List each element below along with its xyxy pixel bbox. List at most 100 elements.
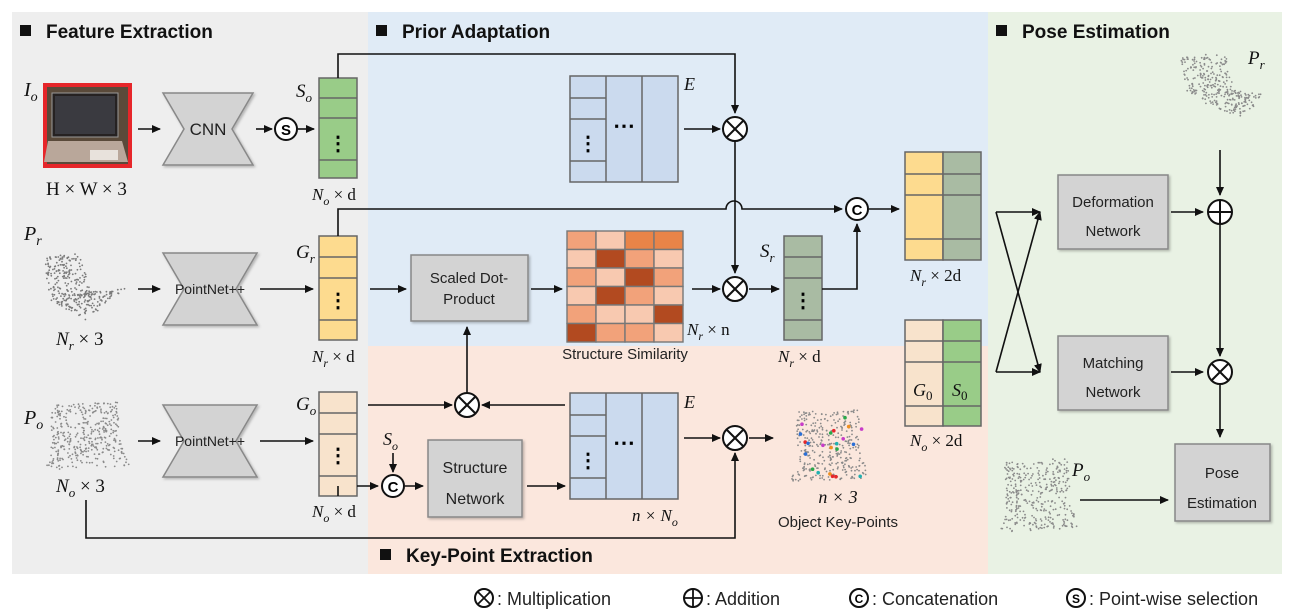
point-cloud-dot xyxy=(102,451,104,454)
point-cloud-dot xyxy=(56,415,59,418)
point-cloud-dot xyxy=(65,308,68,310)
point-cloud-dot xyxy=(84,421,86,424)
point-cloud-dot xyxy=(97,437,99,439)
point-cloud-dot xyxy=(1188,84,1191,87)
point-cloud-dot xyxy=(1233,90,1236,93)
point-cloud-dot xyxy=(1192,63,1194,66)
concat-prior-dims: Nr × 2d xyxy=(909,266,962,289)
point-cloud-dot xyxy=(62,432,65,434)
point-cloud-dot xyxy=(105,447,108,450)
point-cloud-dot xyxy=(75,309,78,312)
point-cloud-dot xyxy=(1066,479,1069,482)
point-cloud-dot xyxy=(84,447,87,450)
Sr-feature-column xyxy=(783,235,823,341)
So-label: So xyxy=(296,81,313,105)
point-cloud-dot xyxy=(55,450,58,453)
point-cloud-dot xyxy=(64,271,66,274)
point-cloud-dot xyxy=(791,478,793,480)
point-cloud-dot xyxy=(1225,60,1228,63)
point-cloud-dot xyxy=(69,306,71,309)
point-cloud-dot xyxy=(74,309,76,312)
point-cloud-dot xyxy=(1016,472,1019,475)
structure-similarity-matrix xyxy=(566,230,684,343)
point-cloud-dot xyxy=(123,464,126,467)
point-cloud-dot xyxy=(94,437,97,440)
point-cloud-dot xyxy=(93,453,96,455)
keypoint-dot xyxy=(832,428,836,433)
deformation-network-block xyxy=(1057,174,1169,250)
point-cloud-dot xyxy=(93,304,95,307)
point-cloud-dot xyxy=(63,435,66,438)
point-cloud-dot xyxy=(1067,477,1070,480)
point-cloud-dot xyxy=(1003,522,1005,525)
section-title-feature: Feature Extraction xyxy=(46,22,213,43)
point-cloud-dot xyxy=(89,426,92,429)
point-cloud-dot xyxy=(857,438,860,441)
point-cloud-dot xyxy=(1045,483,1048,486)
E-bottom-hdots: ⋯ xyxy=(613,430,635,455)
pointnet-prior-label: PointNet++ xyxy=(175,281,245,297)
point-cloud-dot xyxy=(1032,523,1034,526)
point-cloud-dot xyxy=(72,465,74,468)
point-cloud-dot xyxy=(89,295,92,298)
point-cloud-dot xyxy=(1238,95,1240,97)
point-cloud-dot xyxy=(104,429,107,432)
point-cloud-dot xyxy=(1243,101,1246,103)
point-cloud-dot xyxy=(842,410,845,413)
point-cloud-dot xyxy=(68,410,70,412)
point-cloud-dot xyxy=(108,435,111,437)
point-cloud-dot xyxy=(1212,83,1214,86)
point-cloud-dot xyxy=(59,414,61,417)
point-cloud-dot xyxy=(830,424,833,427)
point-cloud-dot xyxy=(1011,469,1014,472)
point-cloud-dot xyxy=(1236,92,1239,94)
structure-network-block xyxy=(427,439,523,518)
point-cloud-dot xyxy=(65,267,68,270)
point-cloud-dot xyxy=(1058,513,1061,516)
point-cloud-dot xyxy=(1070,510,1072,512)
point-cloud-dot xyxy=(113,407,116,409)
point-cloud-dot xyxy=(1183,58,1186,61)
point-cloud-dot xyxy=(76,454,79,457)
point-cloud-dot xyxy=(1190,66,1192,68)
point-cloud-dot xyxy=(109,453,112,456)
point-cloud-dot xyxy=(820,418,822,421)
point-cloud-dot xyxy=(1024,513,1026,516)
point-cloud-dot xyxy=(57,404,60,407)
point-cloud-dot xyxy=(1007,466,1010,469)
point-cloud-dot xyxy=(1224,105,1227,108)
point-cloud-dot xyxy=(88,442,91,445)
point-cloud-dot xyxy=(1191,58,1194,61)
point-cloud-dot xyxy=(1055,479,1057,482)
point-cloud-dot xyxy=(82,453,84,456)
point-cloud-dot xyxy=(857,418,860,421)
point-cloud-dot xyxy=(53,268,56,270)
point-cloud-dot xyxy=(799,415,801,418)
point-cloud-dot xyxy=(79,409,82,412)
point-cloud-dot xyxy=(1194,77,1196,79)
point-cloud-dot xyxy=(816,443,818,446)
point-cloud-dot xyxy=(79,460,82,462)
Go-dims: No × d xyxy=(311,502,356,525)
point-cloud-dot xyxy=(857,421,860,423)
point-cloud-dot xyxy=(1008,500,1011,503)
point-cloud-dot xyxy=(110,432,112,435)
point-cloud-dot xyxy=(1244,101,1247,104)
point-cloud-dot xyxy=(1072,514,1074,517)
point-cloud-dot xyxy=(79,443,82,446)
point-cloud-dot xyxy=(114,405,117,407)
point-cloud-dot xyxy=(814,425,816,427)
point-cloud-dot xyxy=(806,451,809,453)
point-cloud-dot xyxy=(1223,56,1226,58)
point-cloud-dot xyxy=(81,413,84,416)
point-cloud-dot xyxy=(59,258,62,260)
point-cloud-dot xyxy=(1050,484,1053,487)
point-cloud-dot xyxy=(819,433,821,435)
point-cloud-dot xyxy=(842,465,845,467)
point-cloud-dot xyxy=(61,405,64,408)
point-cloud-dot xyxy=(85,455,88,458)
point-cloud-dot xyxy=(847,464,850,467)
arrow xyxy=(995,211,1042,373)
point-cloud-dot xyxy=(90,431,93,433)
point-cloud-dot xyxy=(1203,94,1205,96)
